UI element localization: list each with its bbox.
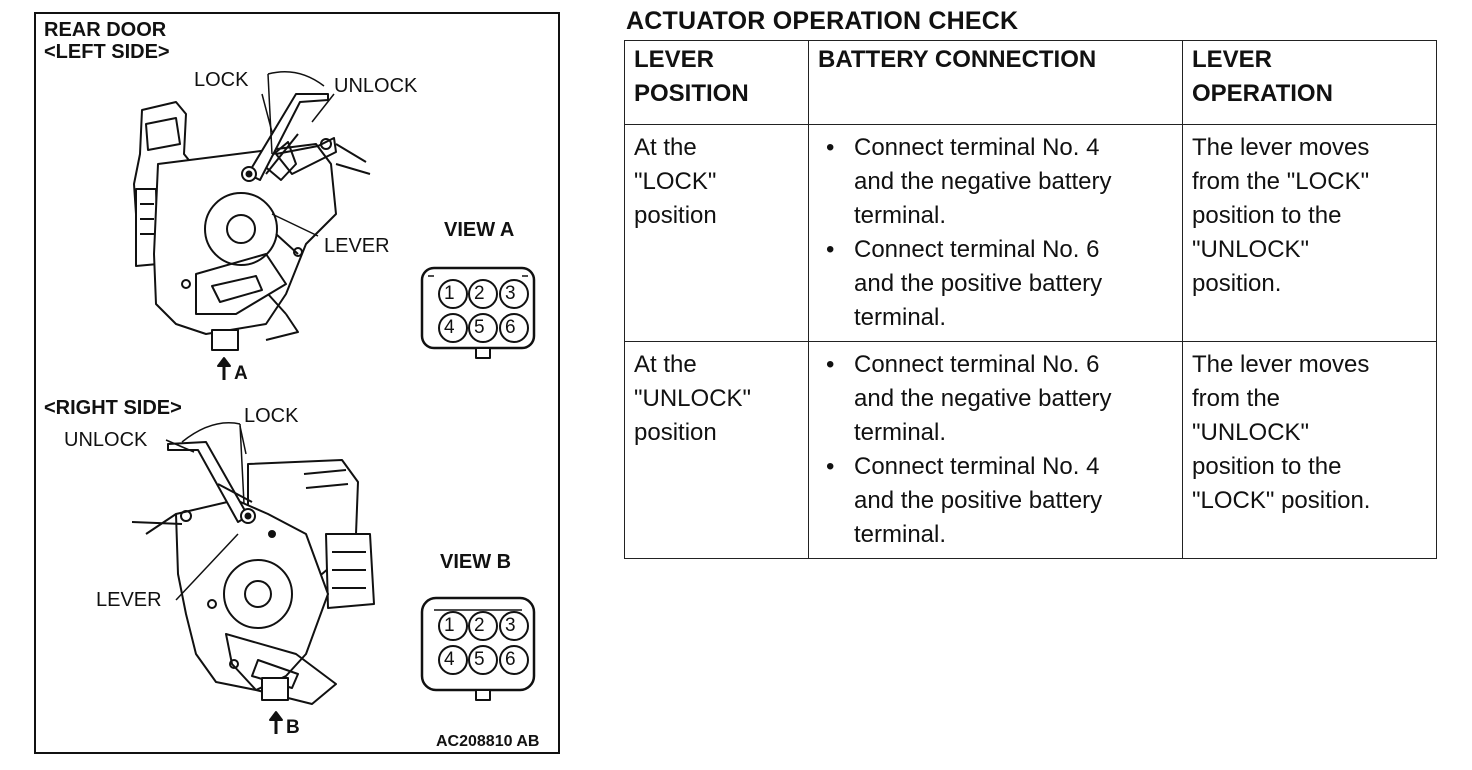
connection-step: Connect terminal No. 4 and the negative … bbox=[818, 131, 1174, 233]
pin-number: 5 bbox=[474, 317, 485, 338]
cell-lever-position: At the "UNLOCK" position bbox=[624, 341, 809, 559]
connection-step: Connect terminal No. 4 and the positive … bbox=[818, 450, 1174, 552]
left-lever-label: LEVER bbox=[324, 235, 390, 257]
cell-battery-connection: Connect terminal No. 6 and the negative … bbox=[808, 341, 1183, 559]
figure-code: AC208810 AB bbox=[436, 733, 540, 750]
right-unlock-label: UNLOCK bbox=[64, 429, 148, 451]
pin-number: 4 bbox=[444, 317, 455, 338]
pin-number: 5 bbox=[474, 649, 485, 670]
pin-number: 4 bbox=[444, 649, 455, 670]
connector-view-b-drawing bbox=[420, 596, 536, 701]
view-b-label: VIEW B bbox=[440, 551, 512, 573]
pin-number: 3 bbox=[505, 283, 516, 304]
header-lever-operation: LEVER OPERATION bbox=[1182, 40, 1437, 125]
actuator-drawings bbox=[131, 71, 536, 734]
left-lock-label: LOCK bbox=[194, 69, 249, 91]
right-side-heading: <RIGHT SIDE> bbox=[44, 397, 182, 419]
view-a-label: VIEW A bbox=[444, 219, 515, 241]
actuator-figure: REAR DOOR <LEFT SIDE> LOCK UNLOCK LEVER … bbox=[34, 12, 560, 754]
header-battery-connection: BATTERY CONNECTION bbox=[808, 40, 1183, 125]
left-actuator-drawing bbox=[133, 71, 371, 380]
right-lever-label: LEVER bbox=[96, 589, 162, 611]
figure-title: REAR DOOR bbox=[44, 19, 167, 41]
pin-number: 1 bbox=[444, 615, 455, 636]
arrow-b-label: B bbox=[286, 717, 300, 738]
pin-number: 2 bbox=[474, 615, 485, 636]
table-row: At the "UNLOCK" position Connect termina… bbox=[624, 341, 1437, 559]
pin-number: 3 bbox=[505, 615, 516, 636]
cell-lever-operation: The lever moves from the "LOCK" position… bbox=[1182, 124, 1437, 342]
actuator-check-table: LEVER POSITION BATTERY CONNECTION LEVER … bbox=[624, 40, 1437, 559]
connection-step: Connect terminal No. 6 and the negative … bbox=[818, 348, 1174, 450]
left-side-heading: <LEFT SIDE> bbox=[44, 41, 170, 63]
cell-battery-connection: Connect terminal No. 4 and the negative … bbox=[808, 124, 1183, 342]
cell-lever-operation: The lever moves from the "UNLOCK" positi… bbox=[1182, 341, 1437, 559]
header-lever-position: LEVER POSITION bbox=[624, 40, 809, 125]
right-lock-label: LOCK bbox=[244, 405, 299, 427]
connection-step: Connect terminal No. 6 and the positive … bbox=[818, 233, 1174, 335]
pin-number: 6 bbox=[505, 649, 516, 670]
pin-number: 6 bbox=[505, 317, 516, 338]
connector-view-a-drawing bbox=[420, 266, 536, 359]
left-unlock-label: UNLOCK bbox=[334, 75, 418, 97]
cell-lever-position: At the "LOCK" position bbox=[624, 124, 809, 342]
pin-number: 1 bbox=[444, 283, 455, 304]
right-actuator-drawing bbox=[131, 422, 375, 734]
pin-number: 2 bbox=[474, 283, 485, 304]
arrow-a-label: A bbox=[234, 363, 248, 384]
table-title: ACTUATOR OPERATION CHECK bbox=[626, 7, 1019, 35]
table-header-row: LEVER POSITION BATTERY CONNECTION LEVER … bbox=[624, 40, 1437, 125]
table-row: At the "LOCK" position Connect terminal … bbox=[624, 124, 1437, 342]
